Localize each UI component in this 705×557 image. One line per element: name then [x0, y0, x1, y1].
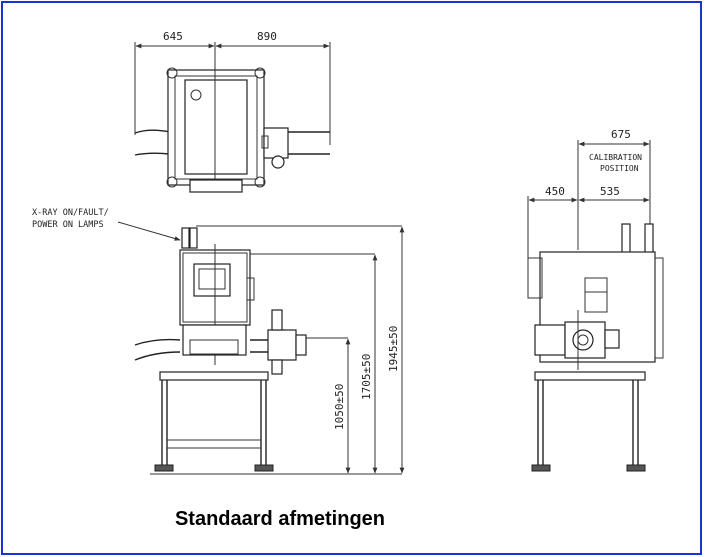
- calibration-line1: CALIBRATION: [589, 153, 642, 162]
- lamps-label-line2: POWER ON LAMPS: [32, 220, 104, 230]
- dim-total-height: 1945±50: [387, 326, 400, 372]
- front-view: X-RAY ON/FAULT/ POWER ON LAMPS: [32, 208, 405, 475]
- side-dim-left: 450: [545, 185, 565, 198]
- lamps-label-line1: X-RAY ON/FAULT/: [32, 208, 109, 218]
- calibration-line2: POSITION: [600, 164, 639, 173]
- top-view: 645 890: [134, 30, 331, 193]
- dim-lamp-base-height: 1705±50: [360, 354, 373, 400]
- top-dim-left: 645: [163, 30, 183, 43]
- side-view: 675 CALIBRATION POSITION 450 535: [527, 128, 664, 472]
- top-dim-right: 890: [257, 30, 277, 43]
- dim-conveyor-height: 1050±50: [333, 384, 346, 430]
- side-dim-calibration: 675: [611, 128, 631, 141]
- caption: Standaard afmetingen: [174, 508, 386, 530]
- side-dim-right: 535: [600, 185, 620, 198]
